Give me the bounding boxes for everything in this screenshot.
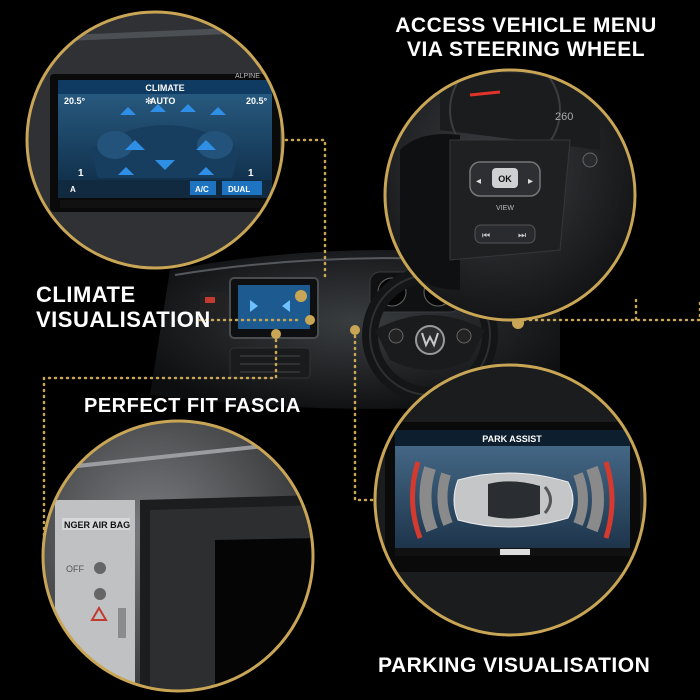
prev-track-icon: ⏮ [482, 230, 490, 240]
arrow-left-icon: ◂ [476, 176, 481, 187]
climate-screen-brand: ALPINE [235, 73, 260, 80]
arrow-right-icon: ▸ [528, 176, 533, 187]
airbag-label: NGER AIR BAG [64, 520, 130, 530]
rear-sensor-arcs [409, 461, 453, 539]
climate-button-ac: A/C [195, 185, 209, 194]
climate-title-line1: CLIMATE [36, 282, 136, 307]
seat-heat-left: 1 [78, 168, 84, 179]
view-button-label: VIEW [496, 205, 514, 212]
seat-heat-right: 1 [248, 168, 254, 179]
car-top-view [453, 472, 574, 528]
climate-temp-left: 20.5° [64, 96, 86, 106]
fan-icon: ✻ [145, 96, 153, 106]
connector-lines [42, 138, 700, 557]
climate-temp-right: 20.5° [246, 96, 268, 106]
climate-callout: CLIMATE ALPINE 20.5° 20.5° AUTO ✻ 1 1 A … [25, 10, 285, 270]
airbag-off-label: OFF [66, 564, 84, 574]
park-assist-callout: PARK ASSIST [373, 363, 647, 637]
access-title-line2: VIA STEERING WHEEL [406, 37, 646, 61]
access-title-line1: ACCESS VEHICLE MENU [395, 14, 657, 37]
ok-button-label: OK [498, 174, 512, 184]
climate-title-line2: VISUALISATION [36, 306, 211, 332]
steering-wheel-callout: 260 OK VIEW ◂ ▸ ⏮ ⏭ [383, 68, 637, 322]
climate-button-a: A [70, 185, 76, 194]
perfect-fit-fascia-title: PERFECT FIT FASCIA [84, 395, 301, 417]
climate-fan-mode: AUTO [150, 96, 175, 106]
park-screen-title: PARK ASSIST [482, 434, 542, 444]
next-track-icon: ⏭ [518, 230, 526, 240]
front-sensor-arcs [573, 461, 615, 539]
climate-screen-title: CLIMATE [145, 83, 184, 93]
fascia-callout: NGER AIR BAG OFF [41, 419, 315, 693]
parking-visualisation-title: PARKING VISUALISATION [378, 654, 651, 677]
access-vehicle-menu-title: ACCESS VEHICLE MENU VIA STEERING WHEEL [376, 14, 676, 61]
speedo-mark: 260 [555, 111, 573, 123]
climate-visualisation-title: CLIMATE VISUALISATION [36, 282, 211, 332]
climate-button-dual: DUAL [228, 185, 250, 194]
